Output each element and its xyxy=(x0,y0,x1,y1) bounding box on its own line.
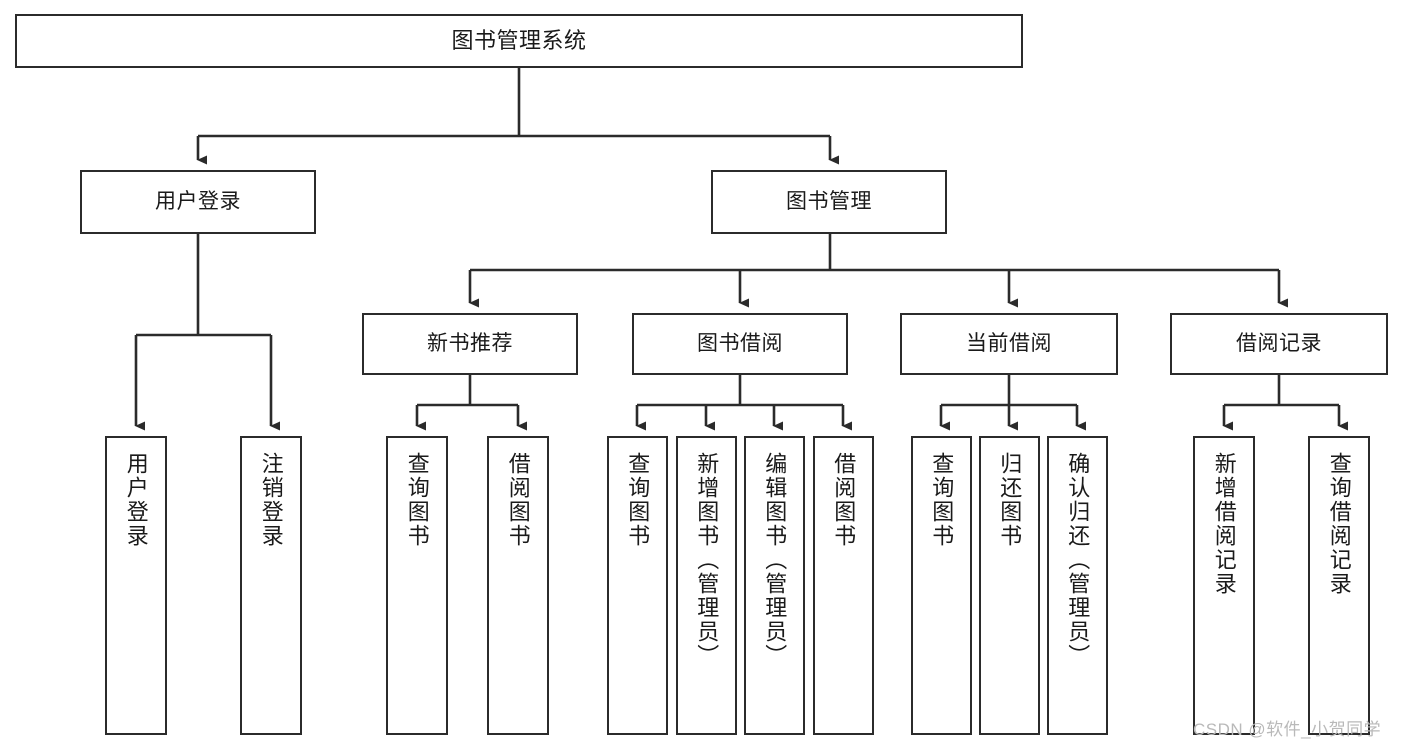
node-label: 图书管理系统 xyxy=(451,28,587,54)
node-label: 确认归还（管理员） xyxy=(1065,452,1091,668)
node-label: 新增图书（管理员） xyxy=(694,452,720,668)
node-book-borrow[interactable]: 图书借阅 xyxy=(632,313,848,375)
node-book-management[interactable]: 图书管理 xyxy=(711,170,947,234)
node-label: 图书管理 xyxy=(786,189,872,213)
node-new-book-recommend[interactable]: 新书推荐 xyxy=(362,313,578,375)
node-label: 注销登录 xyxy=(258,452,284,548)
leaf-return-book[interactable]: 归还图书 xyxy=(979,436,1040,735)
leaf-borrow-book-recommend[interactable]: 借阅图书 xyxy=(487,436,549,735)
node-label: 借阅记录 xyxy=(1236,331,1322,355)
node-current-borrow[interactable]: 当前借阅 xyxy=(900,313,1118,375)
node-label: 借阅图书 xyxy=(831,452,857,548)
node-root-system[interactable]: 图书管理系统 xyxy=(15,14,1023,68)
node-user-login[interactable]: 用户登录 xyxy=(80,170,316,234)
leaf-add-borrow-record[interactable]: 新增借阅记录 xyxy=(1193,436,1255,735)
leaf-query-book-borrow[interactable]: 查询图书 xyxy=(607,436,668,735)
node-label: 编辑图书（管理员） xyxy=(762,452,788,668)
leaf-user-login[interactable]: 用户登录 xyxy=(105,436,167,735)
leaf-add-book-admin[interactable]: 新增图书（管理员） xyxy=(676,436,737,735)
node-label: 查询借阅记录 xyxy=(1326,452,1352,596)
leaf-edit-book-admin[interactable]: 编辑图书（管理员） xyxy=(744,436,805,735)
leaf-query-book-recommend[interactable]: 查询图书 xyxy=(386,436,448,735)
leaf-logout[interactable]: 注销登录 xyxy=(240,436,302,735)
node-label: 归还图书 xyxy=(997,452,1023,548)
node-label: 图书借阅 xyxy=(697,331,783,355)
node-label: 新书推荐 xyxy=(427,331,513,355)
node-label: 查询图书 xyxy=(625,452,651,548)
node-borrow-records[interactable]: 借阅记录 xyxy=(1170,313,1388,375)
leaf-query-borrow-record[interactable]: 查询借阅记录 xyxy=(1308,436,1370,735)
node-label: 当前借阅 xyxy=(966,331,1052,355)
node-label: 用户登录 xyxy=(123,452,149,548)
node-label: 新增借阅记录 xyxy=(1211,452,1237,596)
leaf-query-book-current[interactable]: 查询图书 xyxy=(911,436,972,735)
leaf-borrow-book[interactable]: 借阅图书 xyxy=(813,436,874,735)
node-label: 查询图书 xyxy=(929,452,955,548)
leaf-confirm-return-admin[interactable]: 确认归还（管理员） xyxy=(1047,436,1108,735)
node-label: 借阅图书 xyxy=(505,452,531,548)
node-label: 用户登录 xyxy=(155,189,241,213)
csdn-watermark: CSDN @软件_小贺同学 xyxy=(1193,720,1382,739)
node-label: 查询图书 xyxy=(404,452,430,548)
